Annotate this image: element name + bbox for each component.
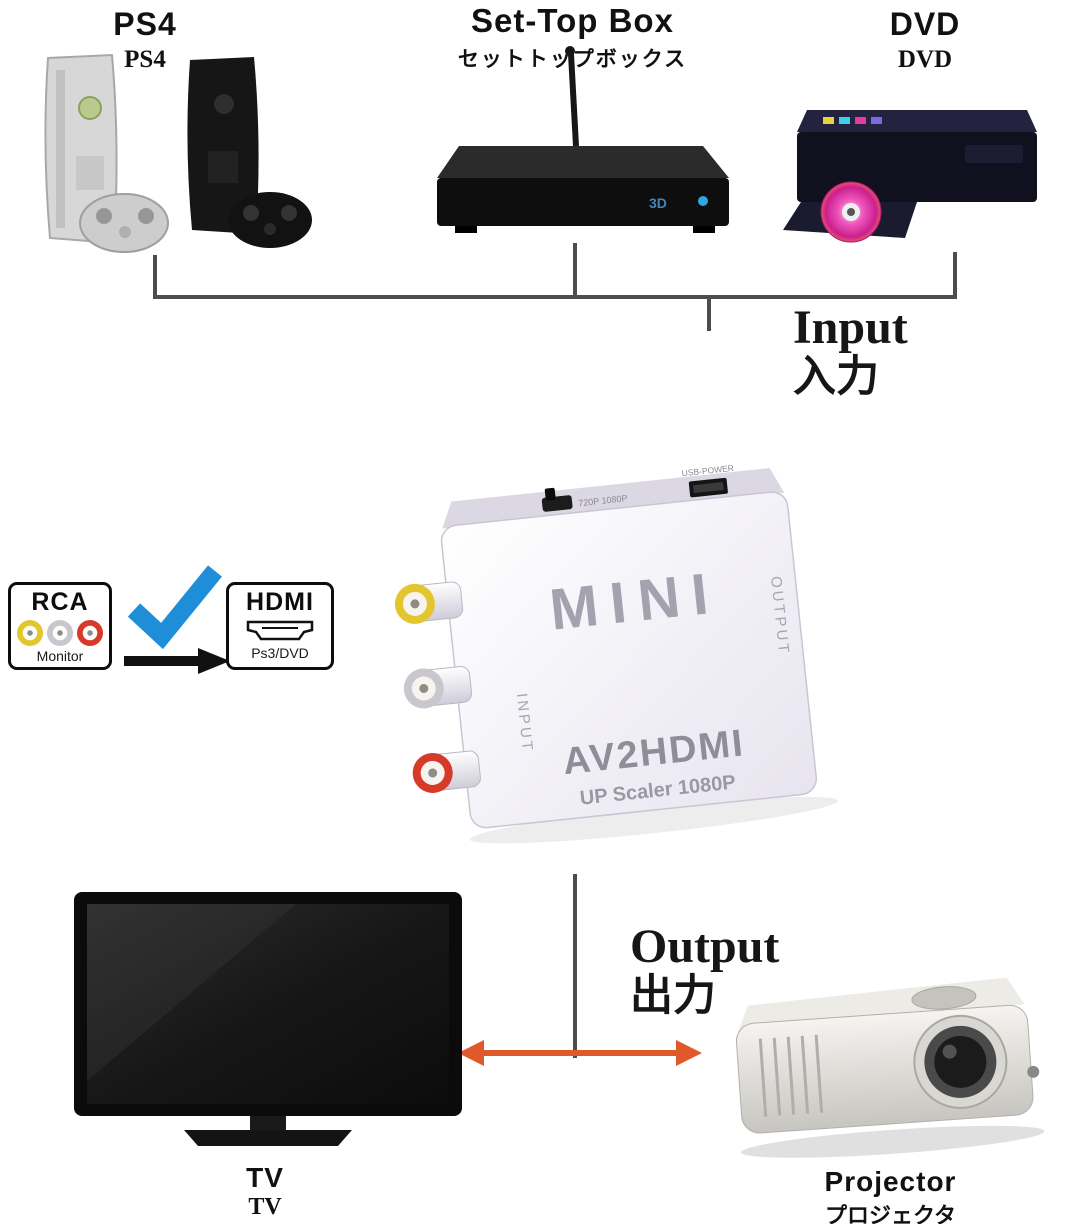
converter-input-port-label: INPUT	[513, 692, 536, 753]
projector-label-ja: プロジェクタ	[824, 1203, 957, 1224]
bracket-stub-dvd	[953, 252, 957, 297]
projector-label-en: Projector	[824, 1166, 957, 1197]
dvd-display	[965, 145, 1023, 163]
hdmi-title: HDMI	[246, 588, 314, 616]
dvd-player-photo	[783, 110, 1037, 243]
tv-stand-neck	[250, 1116, 286, 1130]
ps4-label-en: PS4	[113, 6, 177, 42]
controller-black	[228, 192, 312, 248]
console-white	[44, 53, 118, 245]
tv-label-en: TV	[246, 1162, 284, 1193]
input-flow-label: Input 入力	[793, 301, 908, 403]
settop-3d-badge: 3D	[649, 195, 667, 211]
settop-box-photo: 3D	[437, 46, 729, 233]
settop-foot	[693, 226, 715, 233]
projector-shadow	[741, 1125, 1045, 1158]
tv-screen-reflection	[87, 904, 296, 1081]
output-arrow-right-shaft	[575, 1050, 677, 1056]
projector-side-knob	[1027, 1065, 1040, 1078]
rca-caption: Monitor	[36, 648, 84, 664]
output-label-ja: 出力	[630, 973, 716, 1021]
dvd-label-ja: DVD	[897, 46, 953, 73]
output-arrow-left-icon	[458, 1040, 484, 1066]
dvd-top-face	[797, 110, 1037, 132]
rca-jack-white	[403, 666, 473, 709]
settop-top-face	[437, 146, 729, 178]
console-black	[187, 57, 259, 234]
dvd-label-en: DVD	[889, 6, 961, 42]
dvd-top-buttons	[823, 117, 882, 124]
tv-label: TV TV	[175, 1162, 355, 1221]
converter-front-face	[440, 491, 818, 829]
projector-photo	[735, 977, 1045, 1158]
output-drop-line	[573, 874, 577, 1058]
rca-connectors	[11, 620, 109, 646]
bracket-stub-settop	[573, 243, 577, 297]
converter-shadow	[469, 796, 838, 844]
input-label-ja: 入力	[793, 354, 879, 402]
hdmi-connector-icon	[246, 620, 314, 641]
output-label-en: Output	[630, 920, 780, 973]
tv-photo	[74, 892, 462, 1146]
game-consoles-photo	[44, 53, 312, 253]
bracket-stub-ps4	[153, 255, 157, 297]
arrow-right-icon	[124, 648, 230, 674]
settop-label-en: Set-Top Box	[471, 2, 674, 39]
rca-red-dot	[77, 620, 103, 646]
rca-yellow-dot	[17, 620, 43, 646]
ps4-label-ja: PS4	[124, 46, 166, 73]
rca-title: RCA	[31, 588, 89, 616]
hdmi-box: HDMI Ps3/DVD	[226, 582, 334, 670]
output-arrow-right-icon	[676, 1040, 702, 1066]
projector-zoom-ring	[911, 986, 977, 1010]
projector-label: Projector プロジェクタ	[788, 1166, 993, 1224]
settop-foot	[455, 226, 477, 233]
ps4-label: PS4 PS4	[80, 6, 210, 74]
check-icon	[127, 565, 222, 650]
projector-lens	[913, 1014, 1008, 1109]
input-label-en: Input	[793, 301, 908, 354]
projector-vents	[758, 1034, 824, 1117]
bracket-horizontal	[153, 295, 957, 299]
rca-white-dot	[47, 620, 73, 646]
tv-label-ja: TV	[248, 1194, 282, 1220]
antenna	[565, 46, 579, 147]
av2hdmi-converter-photo: 720P 1080P USB-POWER	[394, 463, 838, 844]
output-arrow-left-shaft	[484, 1050, 575, 1056]
output-flow-label: Output 出力	[630, 920, 780, 1022]
rca-jack-red	[412, 750, 481, 793]
controller-white	[79, 193, 169, 253]
hdmi-caption: Ps3/DVD	[251, 645, 309, 661]
check-and-arrow	[124, 565, 230, 674]
tv-stand-base	[184, 1130, 352, 1146]
bracket-drop	[707, 297, 711, 331]
settop-front-face	[437, 178, 729, 226]
settop-led	[698, 196, 708, 206]
rca-jack-yellow	[394, 581, 464, 624]
rca-box: RCA Monitor	[8, 582, 112, 670]
tv-screen	[87, 904, 449, 1104]
dvd-disc	[820, 181, 882, 243]
dvd-label: DVD DVD	[860, 6, 990, 74]
